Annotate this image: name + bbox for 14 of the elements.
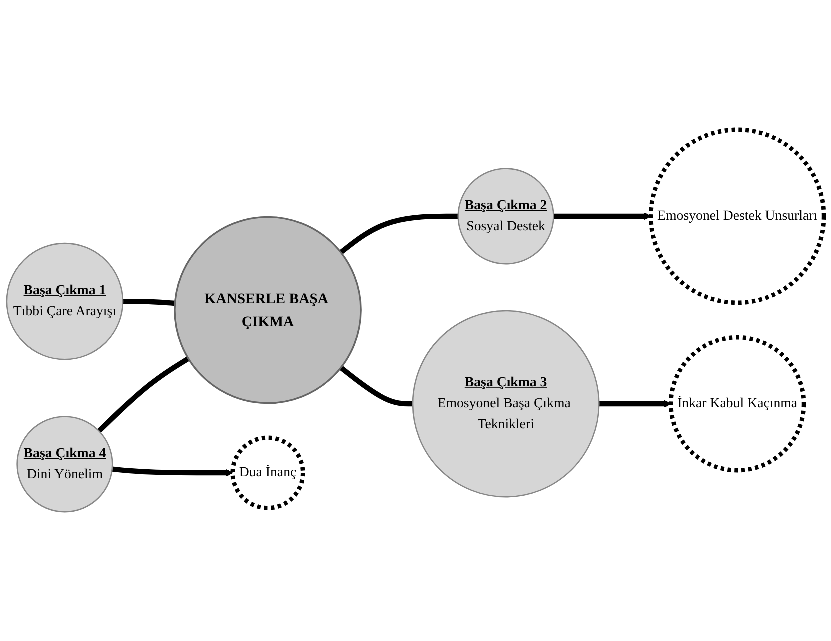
node-circle: Dua İnanç bbox=[230, 435, 306, 510]
connector bbox=[339, 213, 458, 254]
node-circle: Başa Çıkma 4 Dini Yönelim bbox=[16, 416, 114, 512]
arrow bbox=[554, 212, 652, 220]
arrow bbox=[599, 400, 672, 408]
node-circle: İnkar Kabul Kaçınma bbox=[668, 334, 806, 472]
node-circle: Başa Çıkma 2 Sosyal Destek bbox=[458, 168, 554, 264]
connector bbox=[123, 298, 176, 306]
node-circle: KANSERLE BAŞA ÇIKMA bbox=[174, 216, 362, 404]
connector bbox=[339, 365, 413, 406]
node-circle: Başa Çıkma 3 Emosyonel Başa Çıkma Teknikleri bbox=[412, 310, 600, 498]
connector bbox=[97, 356, 190, 433]
node-circle: Başa Çıkma 1 Tıbbi Çare Arayışı bbox=[6, 242, 124, 360]
node-circle: Emosyonel Destek Unsurları bbox=[648, 127, 826, 305]
